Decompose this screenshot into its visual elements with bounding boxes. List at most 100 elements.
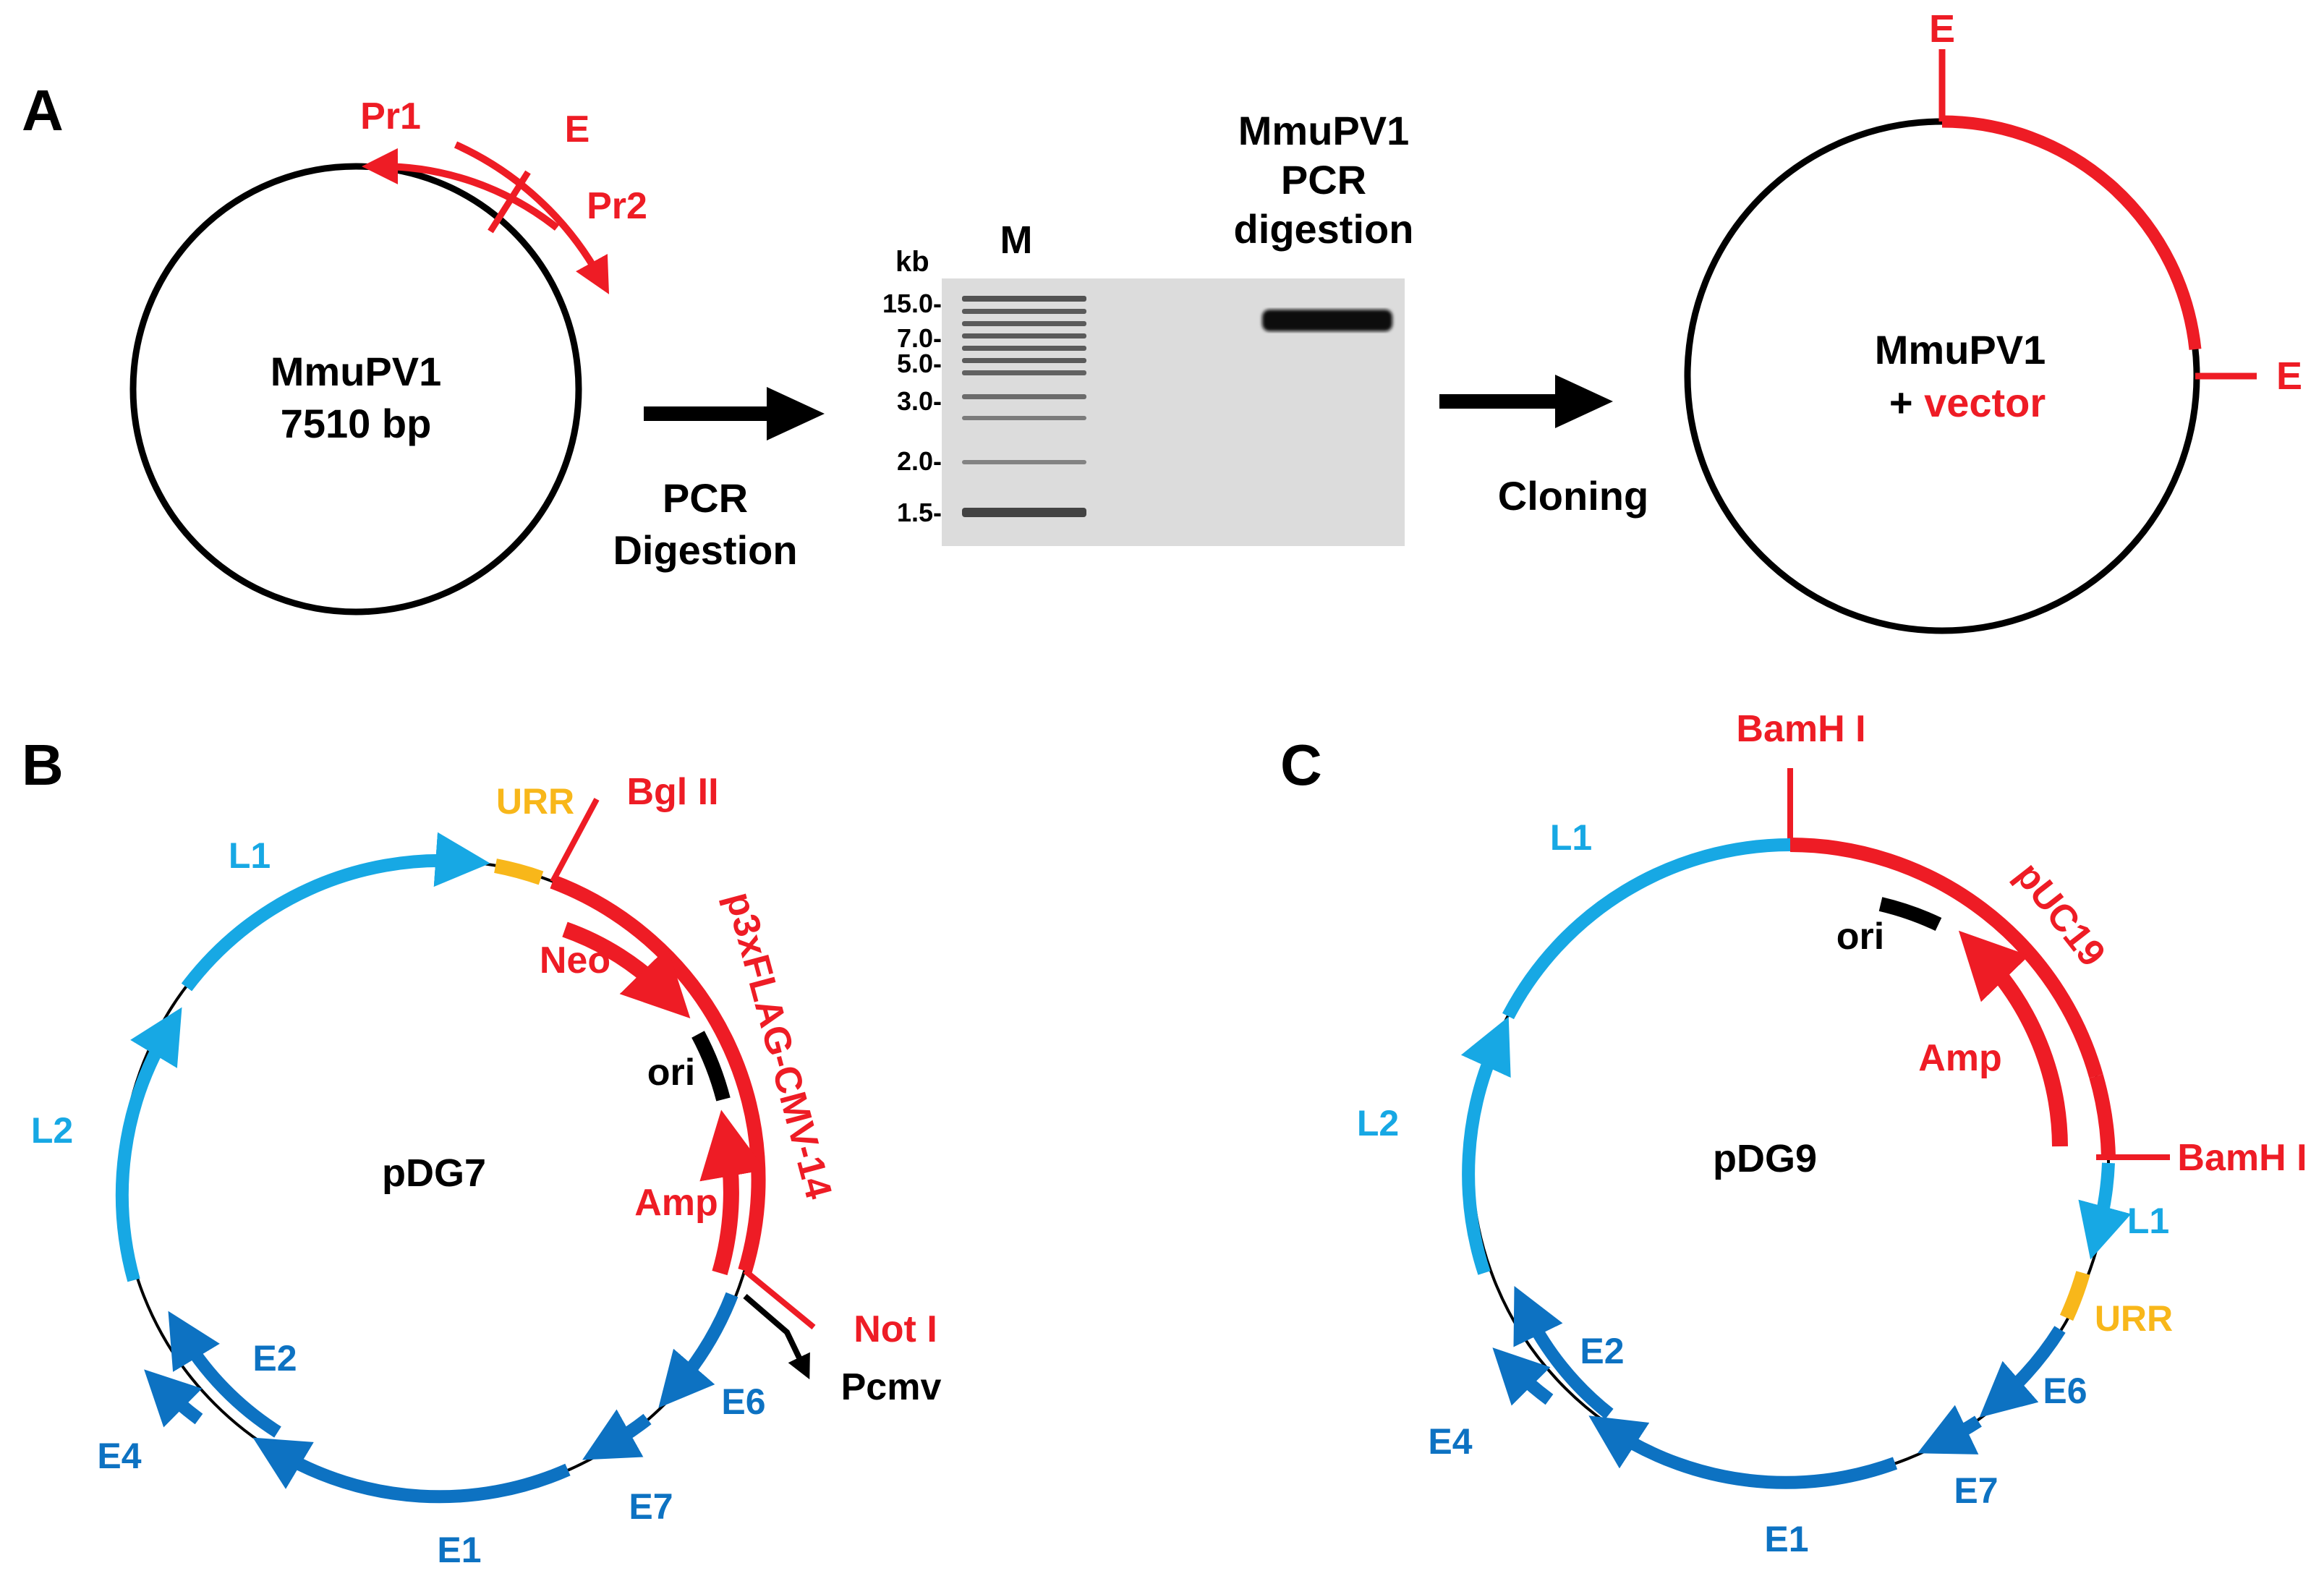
pdg7-e7-arrow xyxy=(582,1409,652,1460)
gel-sample-label-line3: digestion xyxy=(1234,206,1414,252)
pdg7-l2-arrow xyxy=(115,1007,182,1282)
pdg9-e6-label: E6 xyxy=(2043,1371,2087,1411)
pdg9-l1-top xyxy=(1502,838,1791,1020)
ladder-band xyxy=(962,460,1086,464)
pdg9-l1-top-label: L1 xyxy=(1550,817,1592,858)
clone-plus: + xyxy=(1889,380,1913,425)
pdg7-l1-label: L1 xyxy=(229,835,271,876)
site-right-label: E xyxy=(2276,354,2302,398)
pdg9-e7-label: E7 xyxy=(1954,1470,1998,1511)
panel-c: C pDG9 pUC19 BamH I BamH I ori Amp URR L… xyxy=(1280,708,2307,1559)
pdg7-name: pDG7 xyxy=(382,1151,486,1195)
bglii-site-tick xyxy=(550,798,600,883)
ladder-band xyxy=(962,358,1086,363)
pdg9-l1-right-arrow xyxy=(2078,1162,2132,1260)
pdg7-e6-arrow xyxy=(658,1292,739,1408)
noti-site-tick xyxy=(743,1268,816,1330)
gel-sample-label-line2: PCR xyxy=(1281,157,1366,203)
agarose-gel: kb M MmuPV1 PCR digestion 15.0- 7.0- 5.0… xyxy=(882,108,1414,546)
neo-arrow xyxy=(562,921,691,1019)
pdg9-e2-arrow xyxy=(1513,1285,1614,1420)
noti-label: Not I xyxy=(854,1308,937,1350)
pdg7-e6-label: E6 xyxy=(721,1381,765,1422)
pdg9-e4-label: E4 xyxy=(1428,1421,1472,1462)
pdg9-e6-arrow xyxy=(1979,1326,2066,1418)
pdg9-e2-label: E2 xyxy=(1580,1331,1624,1371)
ladder-band xyxy=(962,321,1086,326)
ladder-bands xyxy=(962,296,1086,517)
pdg9-l2-arrow xyxy=(1460,1016,1511,1275)
neo-label: Neo xyxy=(540,940,610,981)
pdg9-l2-label: L2 xyxy=(1357,1103,1399,1143)
cloning-step-arrowhead xyxy=(1555,375,1613,428)
pdg9-e1-label: E1 xyxy=(1764,1519,1808,1559)
pcmv-promoter-arrow xyxy=(743,1293,810,1380)
pdg9-ori-label: ori xyxy=(1836,916,1884,958)
pdg7-l2-label: L2 xyxy=(31,1110,73,1151)
panel-b: B pDG7 p3xFLAG-CMV-14 Bgl II Not I Neo o… xyxy=(22,733,941,1570)
pdg7-urr xyxy=(493,859,544,885)
pdg7-e2-label: E2 xyxy=(252,1338,297,1379)
clone-vector-label: vector xyxy=(1924,380,2046,425)
ladder-label-1-5: 1.5- xyxy=(897,498,942,527)
panel-b-label: B xyxy=(22,733,64,797)
pdg9-urr xyxy=(2059,1271,2090,1321)
pdg7-ori-label: ori xyxy=(647,1052,695,1094)
gel-marker-lane-label: M xyxy=(1000,218,1033,262)
ladder-label-2: 2.0- xyxy=(897,446,942,476)
ladder-band xyxy=(962,416,1086,420)
step1-label-line2: Digestion xyxy=(613,527,797,573)
pdg9-amp-label: Amp xyxy=(1918,1037,2002,1079)
amp-arrow xyxy=(699,1109,766,1276)
pcr-step-arrowhead xyxy=(767,387,825,440)
step1-label-line1: PCR xyxy=(663,475,748,521)
pdg7-l1-arrow xyxy=(181,832,490,992)
ladder-band xyxy=(962,296,1086,302)
pdg9-ori xyxy=(1878,897,1942,932)
pdg7-e1-arrow xyxy=(252,1437,571,1504)
pdg7-e2-arrow xyxy=(168,1311,281,1438)
pcmv-label: Pcmv xyxy=(841,1366,942,1408)
panel-c-label: C xyxy=(1280,733,1322,797)
pdg9-e1-arrow xyxy=(1588,1415,1898,1489)
mmupv1-plasmid-name: MmuPV1 xyxy=(271,349,442,394)
enzyme-site-line xyxy=(488,170,531,234)
ladder-label-7: 7.0- xyxy=(897,323,942,353)
ladder-band xyxy=(962,394,1086,399)
clone-vector-line: + vector xyxy=(1889,380,2046,425)
gel-sample-label-line1: MmuPV1 xyxy=(1238,108,1410,153)
ladder-label-5: 5.0- xyxy=(897,349,942,378)
bamhi-right-label: BamH I xyxy=(2177,1137,2307,1179)
panel-a: A MmuPV1 7510 bp Pr1 E Pr2 PCR Digestion xyxy=(22,7,2302,634)
amp-label: Amp xyxy=(634,1182,718,1224)
pdg9-e7-arrow xyxy=(1917,1405,1982,1454)
pdg7-vector-arc xyxy=(550,874,766,1273)
step2-label: Cloning xyxy=(1498,473,1648,519)
pdg9-l1-right-label: L1 xyxy=(2127,1201,2169,1241)
pdg7-e4-label: E4 xyxy=(97,1436,141,1476)
pdg9-urr-label: URR xyxy=(2095,1298,2173,1339)
ladder-band xyxy=(962,370,1086,375)
pdg7-e7-label: E7 xyxy=(629,1486,673,1527)
pdg9-e4-arrow xyxy=(1492,1347,1554,1406)
vector-arc xyxy=(1941,115,2202,350)
primer1-label: Pr1 xyxy=(360,95,421,137)
gel-unit-label: kb xyxy=(895,246,929,278)
ladder-label-3: 3.0- xyxy=(897,386,942,416)
pdg9-vector-tail xyxy=(2089,1074,2116,1158)
ladder-label-15: 15.0- xyxy=(882,289,942,318)
mmupv1-plasmid-circle xyxy=(129,163,582,616)
pdg7-e4-arrow xyxy=(144,1369,203,1428)
site-top-label: E xyxy=(1929,7,1955,51)
primer2-arrow xyxy=(454,141,610,294)
pdg9-vector-arc xyxy=(1789,838,2103,1078)
ladder-band xyxy=(962,346,1086,351)
ladder-band xyxy=(962,309,1086,314)
primer1-arrow xyxy=(362,148,560,231)
bglii-label: Bgl II xyxy=(626,771,718,813)
pdg7-ori xyxy=(691,1031,731,1102)
mmupv1-plasmid-size: 7510 bp xyxy=(281,401,432,446)
pdg7-urr-label: URR xyxy=(496,781,574,822)
bamhi-top-label: BamH I xyxy=(1736,708,1865,750)
panel-a-label: A xyxy=(22,78,64,142)
